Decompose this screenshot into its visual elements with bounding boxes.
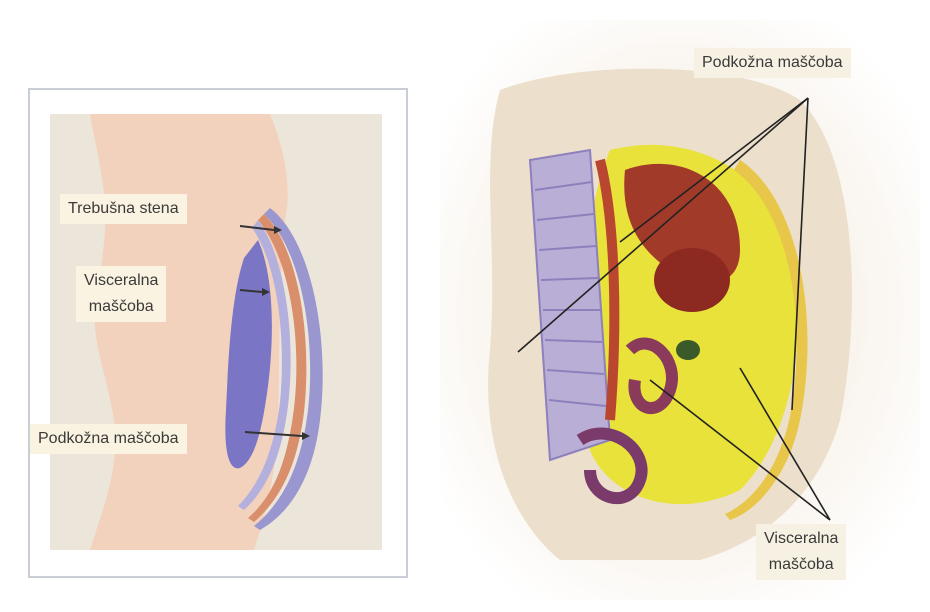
label-visceral-fat-left: Visceralna maščoba xyxy=(76,266,166,322)
stomach-organ xyxy=(654,248,730,312)
label-subcutaneous-fat-right: Podkožna maščoba xyxy=(694,48,851,78)
label-visceral-fat-line2: maščoba xyxy=(84,294,158,320)
left-diagram-panel: Trebušna stena Visceralna maščoba Podkož… xyxy=(28,88,408,578)
label-visceral-fat-line1: Visceralna xyxy=(84,268,158,294)
label-subcutaneous-fat-left: Podkožna maščoba xyxy=(30,424,187,454)
abdomen-cross-section-illustration xyxy=(30,90,406,576)
label-abdominal-wall: Trebušna stena xyxy=(60,194,187,224)
label-visceral-fat-right-line2: maščoba xyxy=(764,552,838,578)
anatomical-illustration xyxy=(440,20,920,600)
label-visceral-fat-right: Visceralna maščoba xyxy=(756,524,846,580)
gallbladder xyxy=(676,340,700,360)
label-visceral-fat-right-line1: Visceralna xyxy=(764,526,838,552)
right-diagram-panel: Podkožna maščoba Visceralna maščoba xyxy=(440,20,920,600)
